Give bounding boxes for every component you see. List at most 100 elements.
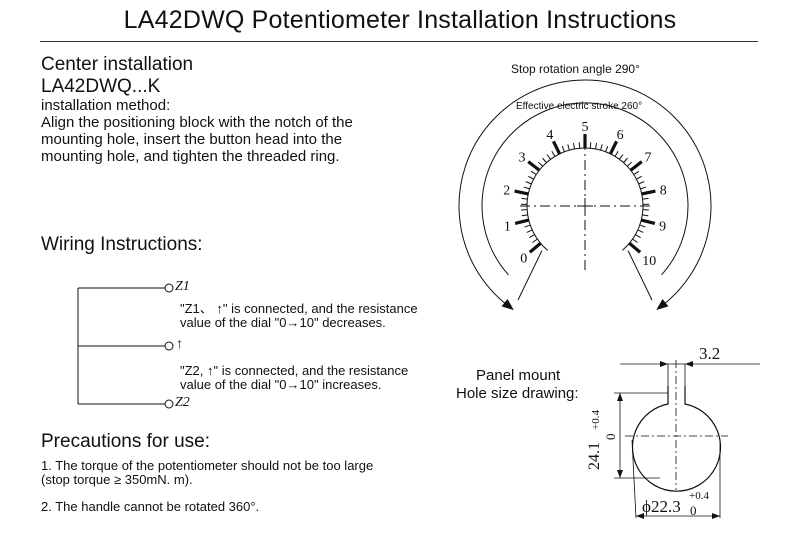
dial-minor-tick	[567, 144, 570, 151]
dial-number-label: 2	[503, 183, 510, 198]
dial-minor-tick	[529, 234, 535, 239]
dial-number-label: 10	[642, 254, 656, 269]
installation-method-line-2: mounting hole, insert the button head in…	[41, 131, 343, 148]
hole-outline	[631, 386, 722, 492]
dial-minor-tick	[638, 181, 645, 185]
diameter-tolerance-upper: +0.4	[689, 490, 709, 502]
precaution-2: 2. The handle cannot be rotated 360°.	[41, 499, 260, 514]
slot-width-value: 3.2	[699, 344, 721, 363]
stop-arrow-left-icon	[501, 298, 514, 311]
dial-number-label: 0	[520, 251, 527, 266]
dial-minor-tick	[633, 170, 640, 176]
dial-minor-tick	[546, 154, 551, 160]
dial-minor-tick	[524, 224, 531, 228]
height-value: 24.1	[586, 442, 603, 470]
dial-minor-tick	[619, 154, 624, 160]
dial-minor-tick	[572, 142, 576, 150]
dial-major-tick	[641, 189, 656, 196]
terminal-z2-icon	[164, 399, 174, 409]
dial-minor-tick	[637, 229, 644, 233]
stroke-limit-line-right	[627, 250, 653, 301]
dial-number-label: 6	[617, 128, 624, 143]
dial-minor-tick	[594, 142, 598, 150]
diameter-value: ϕ22.3	[642, 497, 681, 516]
dial-minor-tick	[642, 214, 649, 217]
dial-minor-tick	[642, 197, 649, 200]
dial-minor-tick	[636, 175, 642, 180]
stop-rotation-arc	[458, 79, 712, 310]
dial-minor-tick	[521, 197, 528, 200]
dial-minor-tick	[528, 175, 534, 180]
dial-number-label: 8	[660, 183, 667, 198]
wiring-note-1-line-1: "Z1、 ↑" is connected, and the resistance	[180, 301, 418, 316]
wiring-note-2-line-1: "Z2, ↑" is connected, and the resistance	[180, 363, 409, 378]
dial-number-label: 7	[645, 151, 652, 166]
dial-minor-tick	[589, 142, 592, 149]
dial-major-tick	[551, 140, 562, 155]
installation-method-label: installation method:	[41, 97, 171, 114]
dial-major-tick	[527, 160, 541, 172]
dial-minor-tick	[614, 150, 619, 157]
dial-number-label: 5	[582, 120, 589, 135]
precaution-1-line-1: 1. The torque of the potentiometer shoul…	[41, 458, 374, 473]
dial-minor-tick	[523, 186, 530, 190]
stop-arrow-right-icon	[656, 298, 669, 311]
dial-minor-tick	[521, 214, 528, 217]
center-installation-heading: Center installation	[41, 54, 194, 75]
dial-minor-tick	[551, 150, 556, 157]
dial-major-tick	[640, 218, 656, 225]
panel-mount-label: Panel mount	[476, 367, 561, 384]
title-divider	[40, 41, 758, 42]
dial-number-label: 4	[546, 128, 553, 143]
height-arrow-bottom-icon	[617, 470, 623, 478]
dial-minor-tick	[600, 144, 603, 151]
dial-minor-tick	[530, 170, 537, 176]
precautions-heading: Precautions for use:	[41, 431, 210, 452]
dial-minor-tick	[605, 145, 609, 152]
dial-major-tick	[514, 218, 530, 225]
dial-minor-tick	[526, 229, 533, 233]
precaution-1-line-2: (stop torque ≥ 350mN. m).	[41, 472, 193, 487]
terminal-wiper-icon	[164, 341, 174, 351]
terminal-wiper-label: ↑	[176, 337, 183, 352]
dial-number-label: 1	[504, 219, 511, 234]
dial-major-tick	[629, 160, 643, 172]
dial-minor-tick	[561, 145, 565, 152]
height-tolerance-upper: +0.4	[590, 410, 602, 430]
dial-minor-tick	[538, 161, 544, 167]
slot-arrow-left-icon	[660, 361, 668, 367]
dial-minor-tick	[635, 234, 641, 239]
wiring-note-2-line-2: value of the dial "0→10" increases.	[180, 377, 382, 392]
terminal-z1-label: Z1	[175, 279, 190, 294]
effective-stroke-label: Effective electric stroke 260°	[516, 101, 643, 112]
dial-minor-tick	[623, 157, 628, 163]
dial-minor-tick	[542, 157, 547, 163]
wiring-heading: Wiring Instructions:	[41, 234, 203, 255]
model-label: LA42DWQ...K	[41, 76, 161, 97]
installation-method-line-3: mounting hole, and tighten the threaded …	[41, 148, 340, 165]
dial-minor-tick	[632, 238, 638, 243]
wiring-note-1-line-2: value of the dial "0→10" decreases.	[180, 315, 386, 330]
dial-minor-tick	[626, 161, 632, 167]
stop-rotation-label: Stop rotation angle 290°	[511, 62, 640, 76]
stroke-limit-line-left	[517, 250, 543, 301]
effective-stroke-arc	[481, 102, 689, 276]
dial-minor-tick	[578, 142, 581, 149]
dial-number-label: 3	[519, 151, 526, 166]
terminal-z1-icon	[164, 283, 174, 293]
installation-method-line-1: Align the positioning block with the not…	[41, 114, 353, 131]
dial-major-tick	[514, 189, 529, 196]
height-arrow-top-icon	[617, 393, 623, 401]
diameter-arrow-right-icon	[712, 513, 720, 519]
page-title: LA42DWQ Potentiometer Installation Instr…	[123, 6, 677, 34]
height-tolerance-lower: 0	[603, 433, 618, 441]
dial-minor-tick	[639, 224, 646, 228]
dial-minor-tick	[532, 238, 538, 243]
hole-size-label: Hole size drawing:	[456, 385, 579, 402]
slot-arrow-right-icon	[685, 361, 693, 367]
diameter-arrow-left-icon	[636, 513, 644, 519]
dial-major-tick	[628, 242, 642, 254]
terminal-z2-label: Z2	[175, 395, 190, 410]
